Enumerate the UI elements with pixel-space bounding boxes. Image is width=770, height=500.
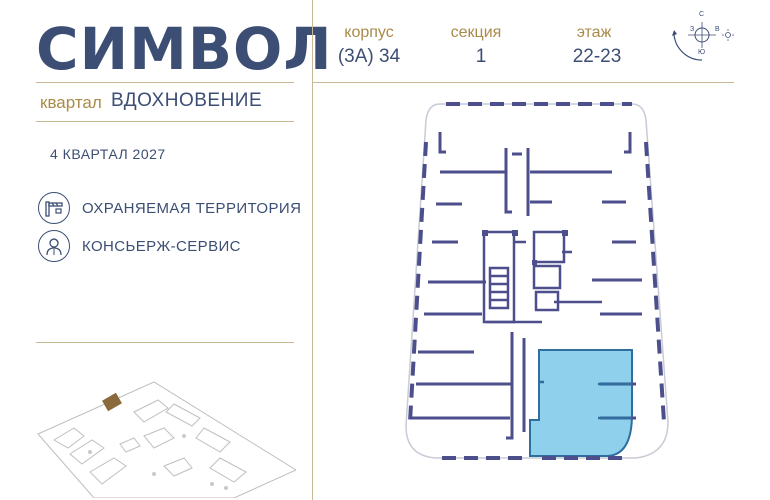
compass-icon xyxy=(672,22,734,61)
section-label: секция xyxy=(450,24,502,41)
compass-east: В xyxy=(715,26,720,33)
divider-header xyxy=(312,82,734,83)
building-label: корпус xyxy=(344,24,394,41)
completion-date: 4 КВАРТАЛ 2027 xyxy=(50,146,166,162)
brand-logo: СИМВОЛ xyxy=(36,15,333,83)
quarter-prefix: квартал xyxy=(40,93,102,112)
site-map xyxy=(37,381,296,498)
section-value: 1 xyxy=(475,46,487,67)
feature-concierge: КОНСЬЕРЖ-СЕРВИС xyxy=(38,230,241,262)
building-value: (3А) 34 xyxy=(337,46,401,67)
site-map-current-building xyxy=(102,392,122,412)
divider-quarter xyxy=(36,121,294,122)
highlighted-apartment[interactable] xyxy=(529,349,633,457)
divider-top xyxy=(36,82,294,83)
divider-vertical xyxy=(312,0,313,500)
feature-label: ОХРАНЯЕМАЯ ТЕРРИТОРИЯ xyxy=(82,199,302,217)
divider-features xyxy=(36,342,294,343)
floor-plan xyxy=(405,102,669,460)
compass-north: С xyxy=(699,11,705,18)
compass-west: З xyxy=(690,26,695,33)
feature-label: КОНСЬЕРЖ-СЕРВИС xyxy=(82,237,241,255)
compass-south: Ю xyxy=(698,49,706,56)
quarter-name: ВДОХНОВЕНИЕ xyxy=(111,90,263,111)
floor-label: этаж xyxy=(576,24,612,41)
floor-value: 22-23 xyxy=(572,46,622,67)
concierge-icon xyxy=(38,230,70,262)
feature-security: ОХРАНЯЕМАЯ ТЕРРИТОРИЯ xyxy=(38,192,301,224)
compass: С Ю З В xyxy=(668,8,738,64)
barrier-icon xyxy=(38,192,70,224)
